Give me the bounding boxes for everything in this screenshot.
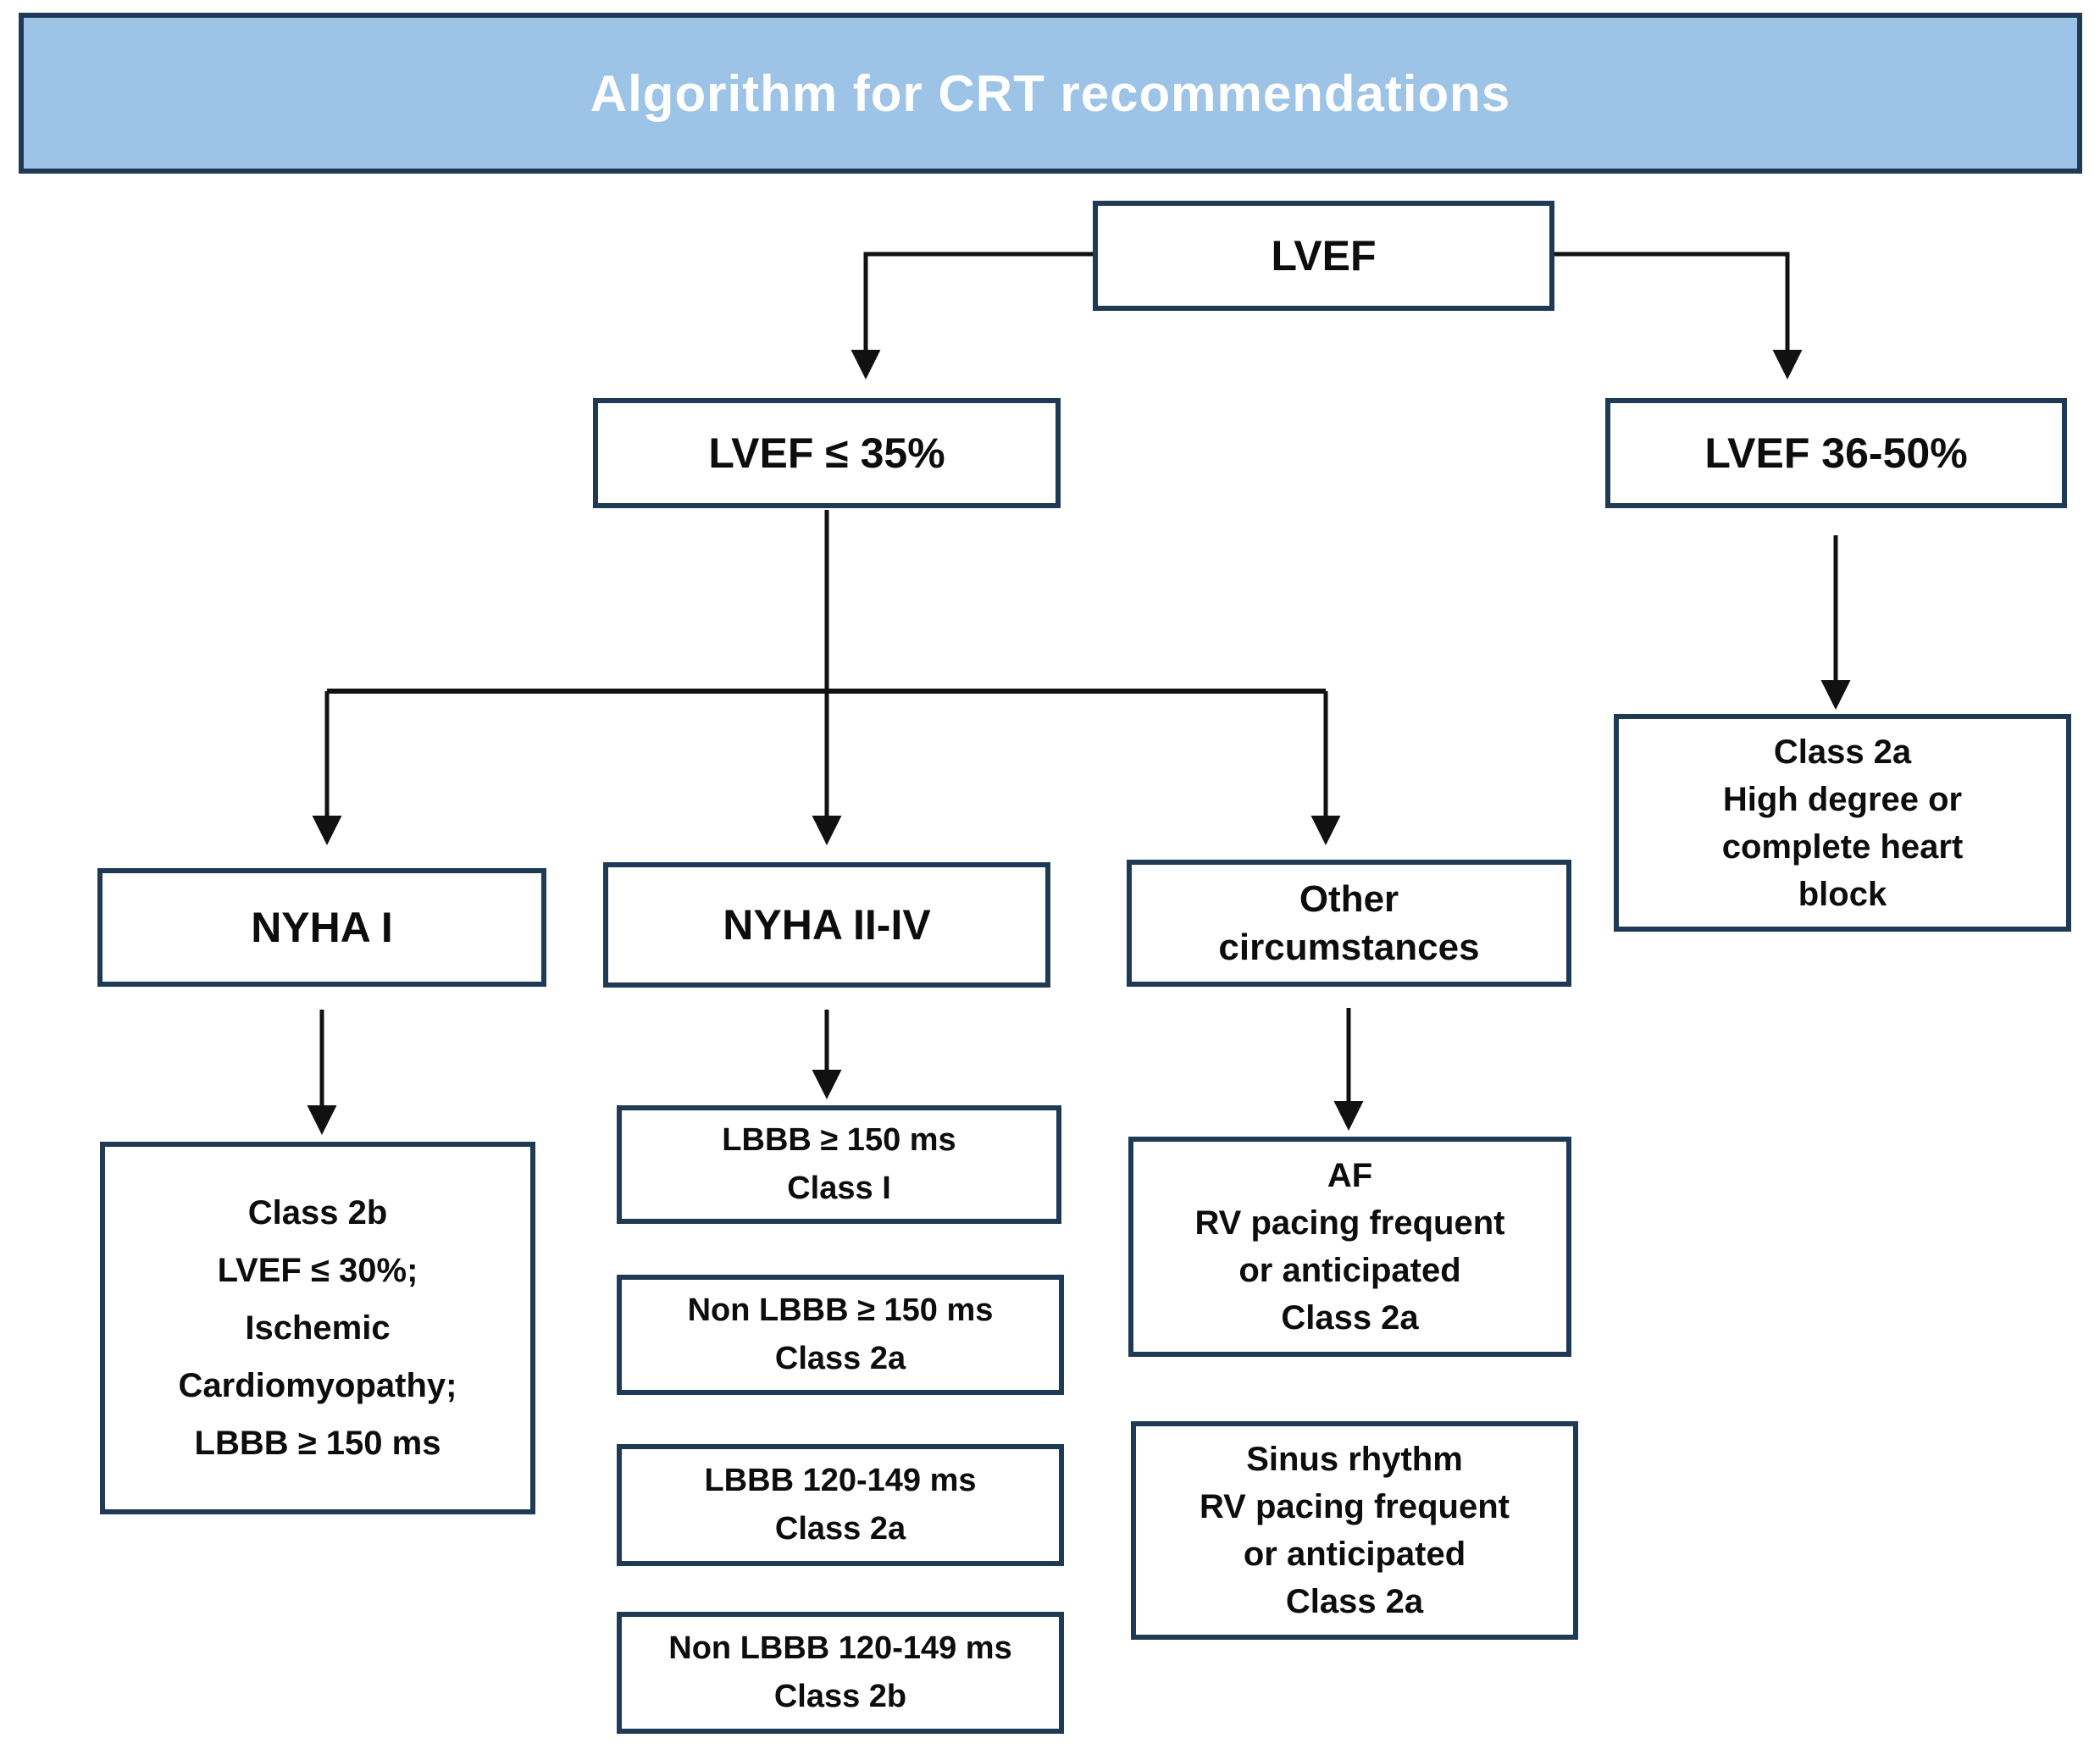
node-sinus-rhythm-line: Sinus rhythm [1246, 1441, 1463, 1478]
node-sinus-rhythm-line: or anticipated [1243, 1536, 1466, 1573]
node-class-2b: Class 2b LVEF ≤ 30%; Ischemic Cardiomyop… [100, 1142, 535, 1514]
node-lbbb-ge-150: LBBB ≥ 150 ms Class I [617, 1105, 1061, 1224]
node-af-line: or anticipated [1238, 1252, 1461, 1289]
node-non-lbbb-ge-150-line: Class 2a [774, 1341, 906, 1376]
diagram-title-text: Algorithm for CRT recommendations [590, 64, 1511, 122]
node-high-degree-block: Class 2a High degree or complete heart b… [1614, 714, 2071, 932]
node-class-2b-line: LBBB ≥ 150 ms [194, 1425, 441, 1462]
node-high-degree-block-line: block [1798, 875, 1887, 913]
connector-lvef-to-le35 [851, 252, 1093, 379]
node-af-line: Class 2a [1281, 1299, 1419, 1337]
node-class-2b-line: Ischemic [245, 1309, 391, 1347]
node-lvef-label: LVEF [1271, 232, 1377, 280]
node-nyha-2-4-label: NYHA II-IV [723, 901, 931, 949]
node-sinus-rhythm: Sinus rhythm RV pacing frequent or antic… [1131, 1421, 1578, 1640]
node-lvef-36-50: LVEF 36-50% [1605, 398, 2067, 508]
node-af: AF RV pacing frequent or anticipated Cla… [1128, 1137, 1571, 1357]
node-non-lbbb-120-149-line: Non LBBB 120-149 ms [668, 1630, 1012, 1666]
node-lbbb-120-149-line: LBBB 120-149 ms [704, 1463, 977, 1498]
node-af-line: AF [1327, 1157, 1373, 1194]
node-af-line: RV pacing frequent [1194, 1204, 1505, 1242]
node-nyha-1: NYHA I [97, 868, 546, 987]
node-sinus-rhythm-line: Class 2a [1285, 1583, 1424, 1620]
node-lvef-le-35: LVEF ≤ 35% [593, 398, 1061, 508]
node-other-circumstances: Other circumstances [1127, 860, 1571, 987]
node-lvef: LVEF [1093, 201, 1554, 311]
node-class-2b-line: LVEF ≤ 30%; [217, 1252, 418, 1289]
node-lbbb-120-149: LBBB 120-149 ms Class 2a [617, 1444, 1064, 1566]
node-sinus-rhythm-line: RV pacing frequent [1200, 1488, 1510, 1525]
node-non-lbbb-ge-150-line: Non LBBB ≥ 150 ms [687, 1292, 994, 1328]
connector-lvef-to-3650 [1554, 252, 1803, 379]
node-high-degree-block-line: High degree or [1722, 780, 1963, 818]
node-non-lbbb-120-149-line: Class 2b [773, 1679, 907, 1714]
node-other-circumstances-line: Other [1299, 877, 1399, 920]
node-lbbb-120-149-line: Class 2a [774, 1511, 906, 1547]
node-non-lbbb-120-149: Non LBBB 120-149 ms Class 2b [617, 1612, 1064, 1734]
diagram-title: Algorithm for CRT recommendations [19, 13, 2082, 174]
node-nyha-1-label: NYHA I [251, 904, 393, 951]
node-high-degree-block-line: Class 2a [1773, 733, 1912, 771]
node-non-lbbb-ge-150: Non LBBB ≥ 150 ms Class 2a [617, 1275, 1064, 1395]
node-lvef-36-50-label: LVEF 36-50% [1704, 429, 1968, 477]
node-nyha-2-4: NYHA II-IV [603, 862, 1050, 988]
node-lvef-le-35-label: LVEF ≤ 35% [708, 429, 945, 477]
node-class-2b-line: Cardiomyopathy; [178, 1367, 457, 1404]
node-high-degree-block-line: complete heart [1721, 827, 1964, 866]
node-class-2b-line: Class 2b [247, 1194, 388, 1231]
node-lbbb-ge-150-line: LBBB ≥ 150 ms [722, 1122, 956, 1158]
node-other-circumstances-line: circumstances [1218, 927, 1480, 968]
node-lbbb-ge-150-line: Class I [787, 1171, 891, 1206]
